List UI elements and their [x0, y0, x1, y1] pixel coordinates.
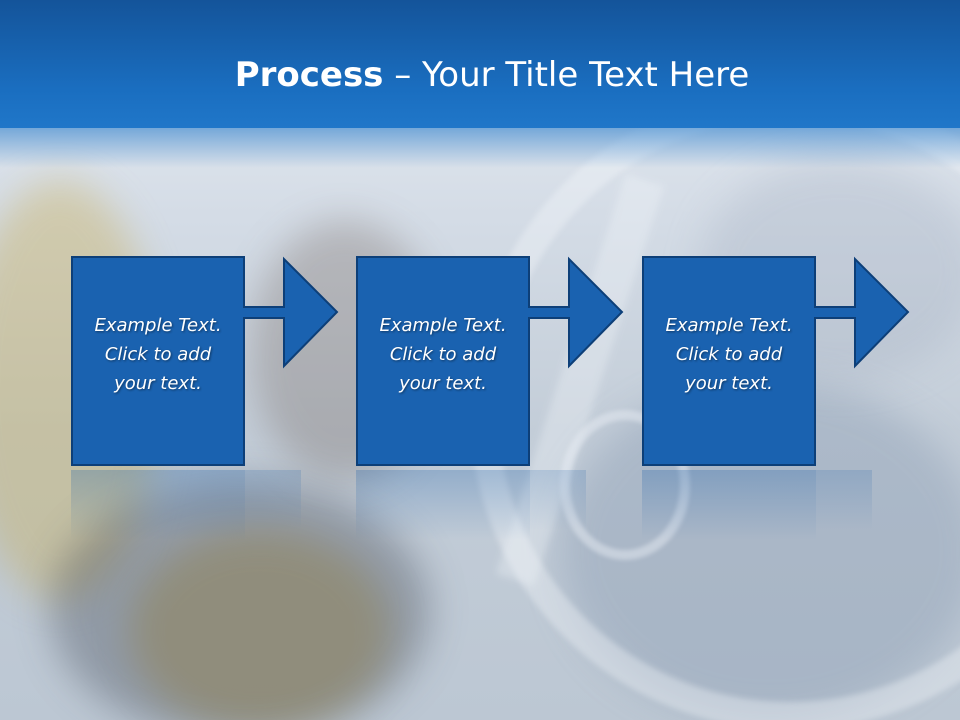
step-3-arrow-shape	[642, 256, 910, 466]
title-bar-fade	[0, 128, 960, 168]
step-3-line-1: Example Text.	[665, 315, 793, 336]
step-2-reflection	[356, 470, 530, 540]
step-3-line-2: Click to add	[675, 344, 783, 365]
step-1-arrow-shape	[71, 256, 339, 466]
slide-title[interactable]: Process – Your Title Text Here	[0, 52, 960, 98]
step-2-arrow-shape	[356, 256, 624, 466]
step-3-reflection	[642, 470, 816, 540]
process-step-1[interactable]: Example Text. Click to add your text.	[71, 256, 339, 466]
process-step-3[interactable]: Example Text. Click to add your text.	[642, 256, 910, 466]
step-2-text: Example Text. Click to add your text.	[356, 311, 530, 398]
step-3-text: Example Text. Click to add your text.	[642, 311, 816, 398]
step-2-line-3: your text.	[399, 373, 487, 394]
step-1-reflection	[71, 470, 245, 540]
step-2-line-1: Example Text.	[379, 315, 507, 336]
slide-title-rest: – Your Title Text Here	[383, 55, 750, 95]
process-step-2[interactable]: Example Text. Click to add your text.	[356, 256, 624, 466]
title-bar	[0, 0, 960, 128]
step-1-line-1: Example Text.	[94, 315, 222, 336]
arrow-1-reflection	[245, 470, 301, 530]
slide-title-bold: Process	[234, 55, 384, 95]
step-2-line-2: Click to add	[389, 344, 497, 365]
arrow-3-reflection	[816, 470, 872, 530]
arrow-2-reflection	[530, 470, 586, 530]
step-1-line-3: your text.	[114, 373, 202, 394]
step-1-text: Example Text. Click to add your text.	[71, 311, 245, 398]
step-1-line-2: Click to add	[104, 344, 212, 365]
step-3-line-3: your text.	[685, 373, 773, 394]
